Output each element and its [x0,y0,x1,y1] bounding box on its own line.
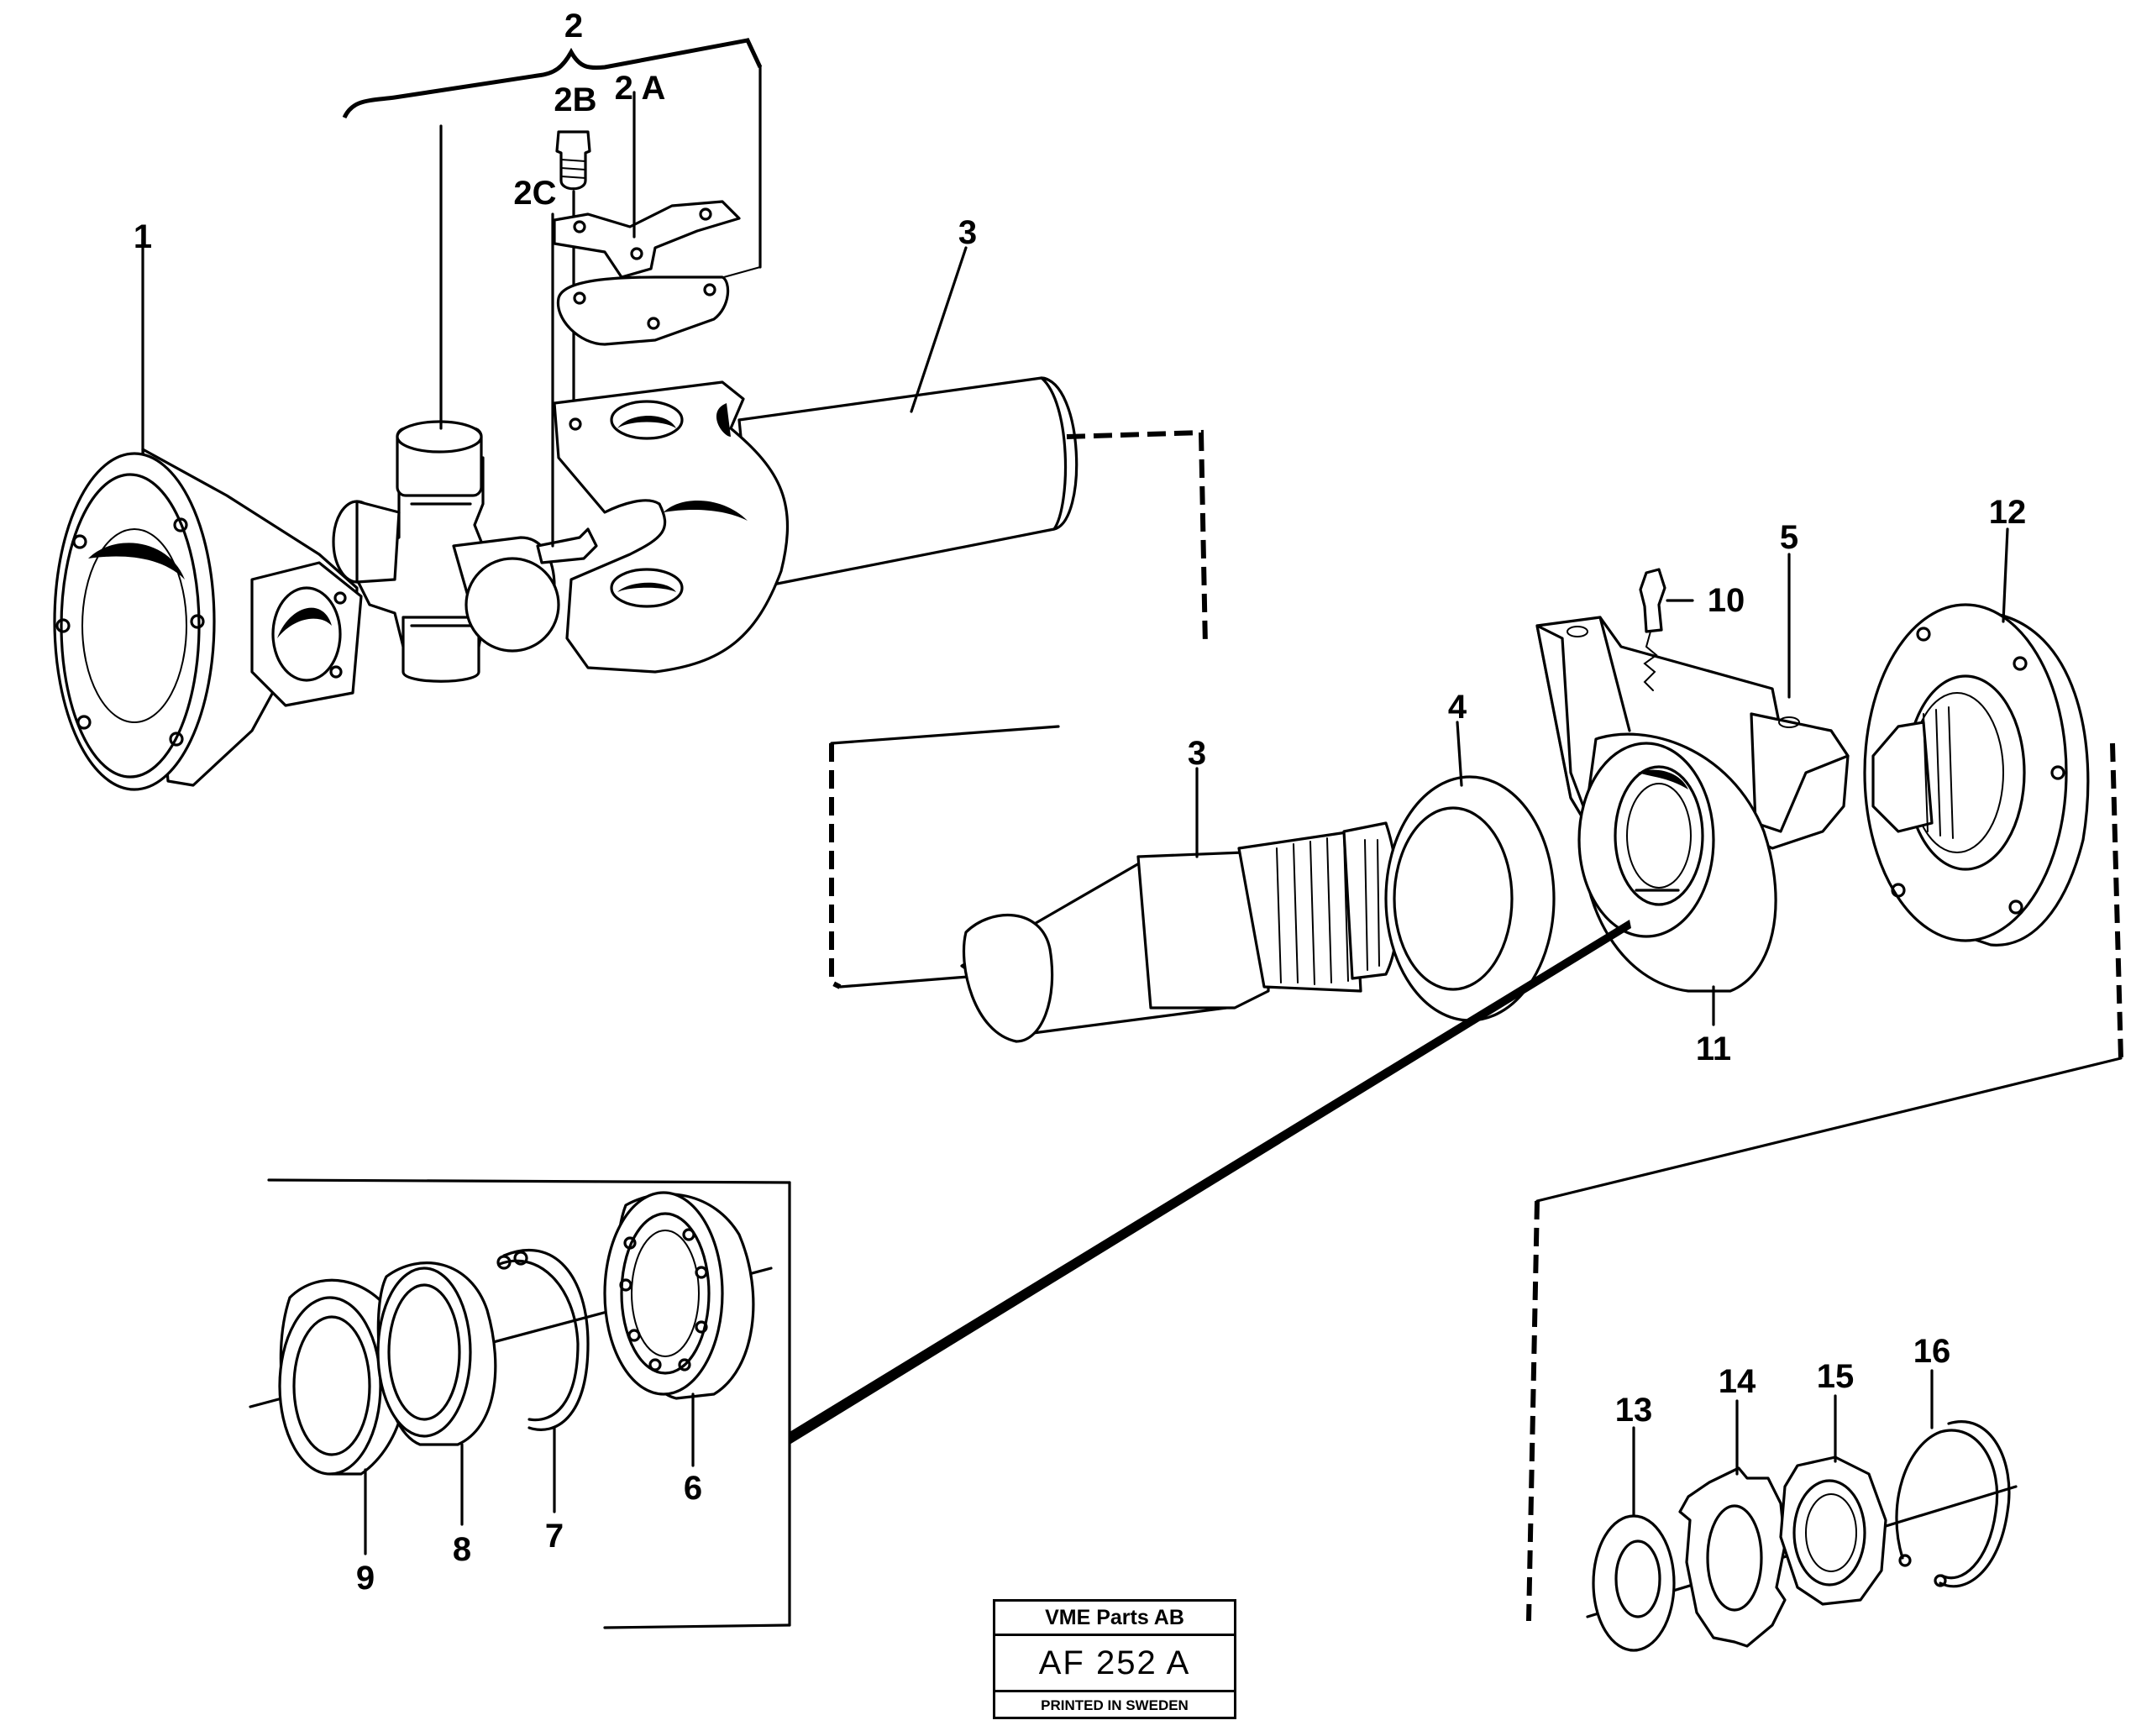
connector-dash-2 [829,743,842,989]
nut-part-15 [1779,1455,1887,1606]
label-9: 9 [356,1560,375,1597]
label-1: 1 [134,218,152,255]
circlip-part-16 [1895,1420,2011,1588]
label-6: 6 [684,1470,702,1507]
bearing-part-6 [603,1191,755,1400]
lock-washer-part-14 [1678,1466,1787,1648]
label-14: 14 [1719,1363,1756,1400]
grease-nipple-part-10 [1639,568,1666,691]
seal-part-9 [278,1278,408,1476]
detail-inset [267,1178,791,1629]
label-3-top: 3 [958,214,977,251]
stamp-code: AF 252 A [995,1636,1234,1692]
label-2: 2 [564,8,583,45]
washer-part-13 [1592,1514,1676,1652]
label-8: 8 [453,1531,471,1568]
connector-dash-4 [1526,1200,1540,1622]
stamp-company: VME Parts AB [995,1602,1234,1636]
cap-plate [556,275,730,346]
splined-shaft-part-3 [960,821,1400,1043]
bearing-unit-part-11 [1577,732,1777,993]
connector-dash-1 [1066,429,1208,648]
circlip-part-7 [496,1249,590,1431]
bolt-part-2b [555,130,591,191]
leader-4 [1456,721,1463,787]
lock-plate-part-2a [553,200,741,279]
label-16: 16 [1913,1333,1951,1370]
spider-part-2 [332,420,598,683]
label-15: 15 [1817,1358,1855,1395]
title-stamp: VME Parts AB AF 252 A PRINTED IN SWEDEN [993,1599,1236,1719]
label-13: 13 [1615,1392,1653,1429]
zoom-wedge [790,920,1631,1445]
leader-12 [2002,527,2009,623]
label-3-lower: 3 [1188,735,1206,772]
label-4: 4 [1448,689,1467,726]
label-2b: 2B [554,81,596,118]
ring-part-8 [376,1261,497,1446]
leader-3a [910,246,968,413]
washer-part-4 [1384,775,1556,1022]
label-5: 5 [1780,519,1798,556]
label-12: 12 [1989,494,2027,531]
flange-part-1 [53,448,363,791]
connector-line-3 [1535,1057,2123,1203]
flange-part-12 [1863,603,2090,947]
label-2a: 2 A [615,70,666,107]
connector-line-1 [830,725,1060,745]
label-2c: 2C [513,175,556,212]
label-11: 11 [1696,1031,1731,1067]
shaft-yoke-part-3 [553,376,1078,674]
stamp-printed: PRINTED IN SWEDEN [1041,1697,1189,1713]
connector-dash-3 [2110,742,2123,1059]
label-10: 10 [1708,582,1745,619]
label-7: 7 [545,1518,564,1555]
